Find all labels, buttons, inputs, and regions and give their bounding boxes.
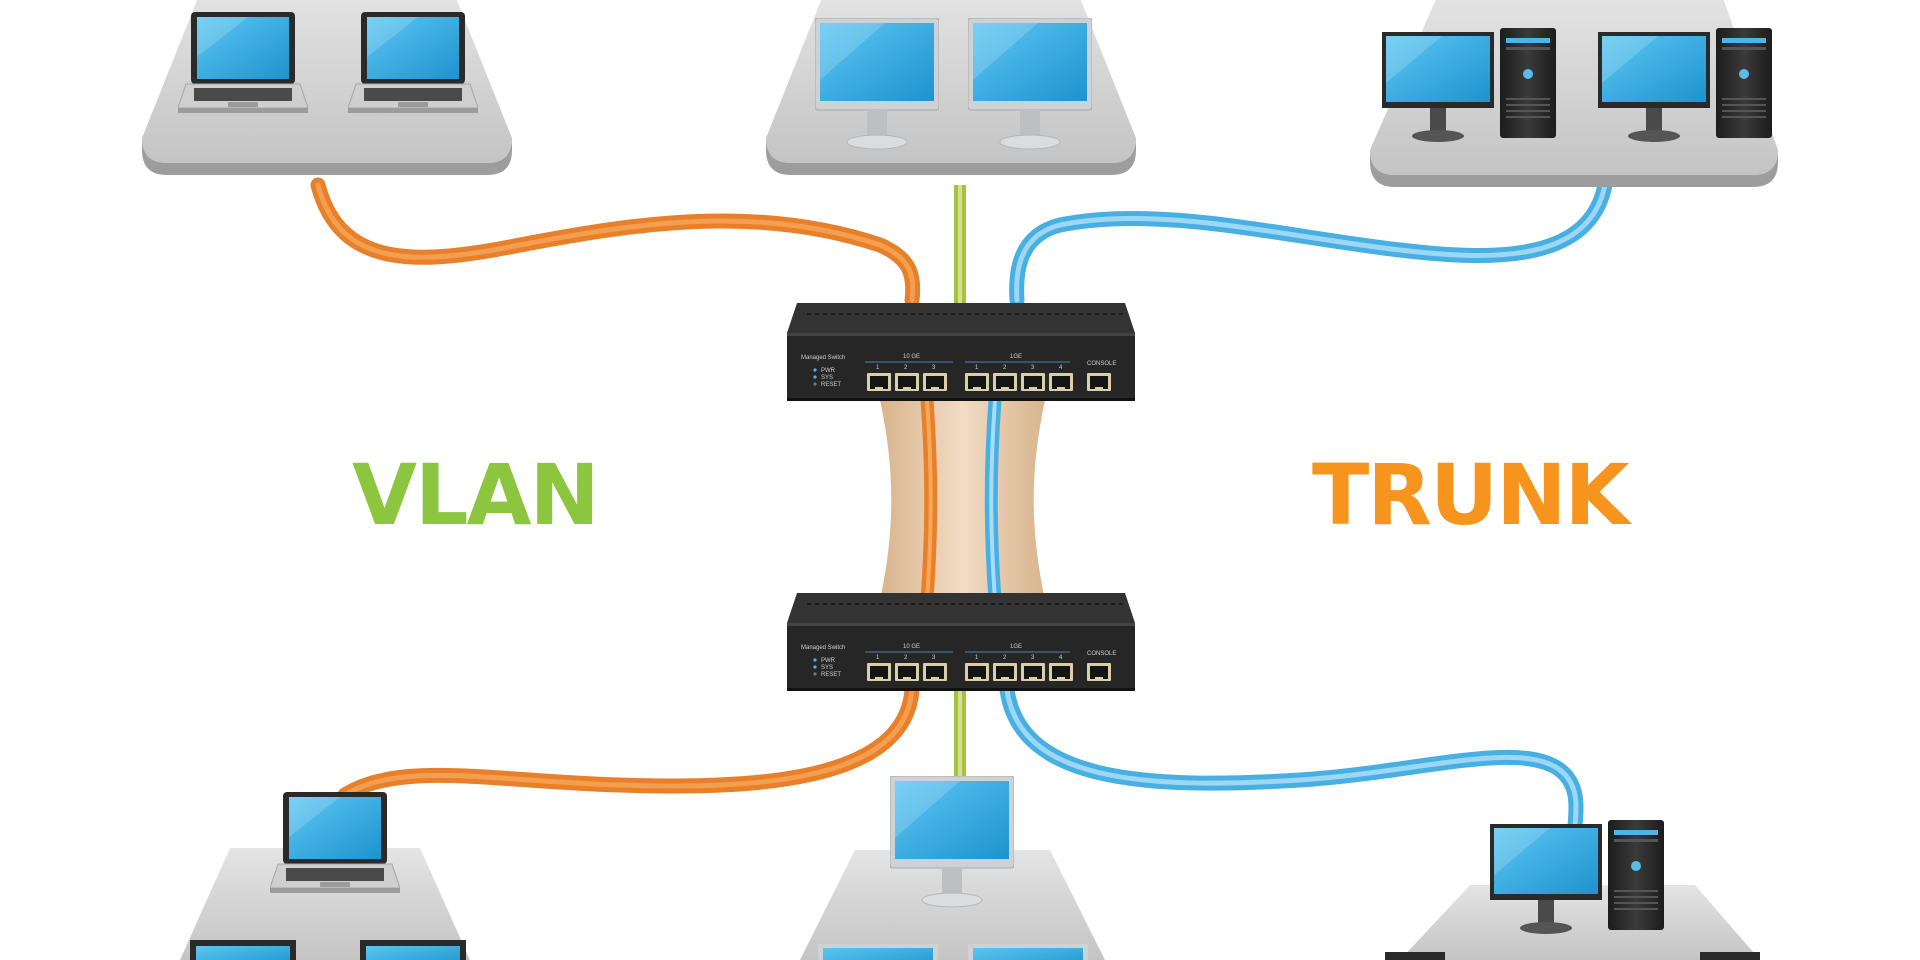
switch-bottom-group-b-label: 1GE [1010, 644, 1022, 650]
laptop-group-top-left [142, 0, 512, 175]
switch-bottom-title: Managed Switch [801, 645, 845, 651]
switch-bottom-port-number: 3 [1031, 655, 1035, 661]
monitor-group-top-center [766, 0, 1136, 175]
switch-bottom-led-label: RESET [821, 672, 841, 678]
switch-top-port-number: 3 [1031, 365, 1035, 371]
switch-top-port-number: 2 [904, 365, 908, 371]
switch-top-group-a-label: 10 GE [903, 354, 920, 360]
switch-top-port-number: 1 [975, 365, 979, 371]
switch-bottom-console-port [1087, 663, 1111, 681]
switch-top-port-number: 3 [932, 365, 936, 371]
switch-bottom-port-10ge-3 [923, 663, 947, 681]
monitor-group-bottom-center [800, 776, 1105, 960]
switch-bottom-port-1ge-3 [1021, 663, 1045, 681]
switch-top-port-number: 4 [1059, 365, 1063, 371]
desktop-group-top-right [1370, 0, 1778, 187]
switch-bottom-port-10ge-1 [867, 663, 891, 681]
laptop-icon [178, 12, 308, 114]
switch-top-led-icon [813, 382, 817, 386]
blue-cable-top [1009, 177, 1613, 308]
switch-top-led-label: RESET [821, 382, 841, 388]
trunk-label: TRUNK [1312, 446, 1632, 544]
switch-top-port-10ge-1 [867, 373, 891, 391]
switch-bottom-port-10ge-2 [895, 663, 919, 681]
switch-top-led-label: PWR [821, 368, 836, 374]
orange-cable-bottom [337, 682, 920, 803]
desktop-group-bottom-right [1385, 820, 1760, 960]
switch-top-group-b-label: 1GE [1010, 354, 1022, 360]
switch-bottom-port-1ge-4 [1049, 663, 1073, 681]
switch-bottom-port-number: 4 [1059, 655, 1063, 661]
switch-bottom-led-icon [813, 665, 817, 669]
switch-top-port-1ge-4 [1049, 373, 1073, 391]
switch-bottom-led-icon [813, 658, 817, 662]
switch-top-port-10ge-3 [923, 373, 947, 391]
switch-top-port-1ge-2 [993, 373, 1017, 391]
switch-bottom-group-a-label: 10 GE [903, 644, 920, 650]
switch-bottom-port-number: 2 [1003, 655, 1007, 661]
switch-top-port-1ge-1 [965, 373, 989, 391]
orange-cable-top [310, 177, 921, 308]
switch-bottom-port-number: 2 [904, 655, 908, 661]
switch-top-port-10ge-2 [895, 373, 919, 391]
laptop-icon [348, 12, 478, 114]
switch-bottom-led-label: PWR [821, 658, 836, 664]
switch-bottom-port-number: 1 [975, 655, 979, 661]
switch-top-console-label: CONSOLE [1087, 361, 1116, 367]
cable-bundle [880, 400, 1045, 600]
switch-top-console-port [1087, 373, 1111, 391]
switch-top-led-icon [813, 368, 817, 372]
switch-bottom-port-number: 3 [932, 655, 936, 661]
switch-top-led-label: SYS [821, 375, 833, 381]
switch-top-title: Managed Switch [801, 355, 845, 361]
switch-bottom-port-1ge-1 [965, 663, 989, 681]
switch-bottom-console-label: CONSOLE [1087, 651, 1116, 657]
laptop-icon [270, 792, 400, 894]
switch-bottom-port-1ge-2 [993, 663, 1017, 681]
switch-top-port-number: 1 [876, 365, 880, 371]
laptop-group-bottom-left [180, 792, 470, 960]
switch-top-port-number: 2 [1003, 365, 1007, 371]
switch-top-led-icon [813, 375, 817, 379]
switch-bottom-port-number: 1 [876, 655, 880, 661]
vlan-label: VLAN [352, 446, 598, 544]
switch-bottom-led-label: SYS [821, 665, 833, 671]
switch-top-port-1ge-3 [1021, 373, 1045, 391]
switch-bottom-led-icon [813, 672, 817, 676]
